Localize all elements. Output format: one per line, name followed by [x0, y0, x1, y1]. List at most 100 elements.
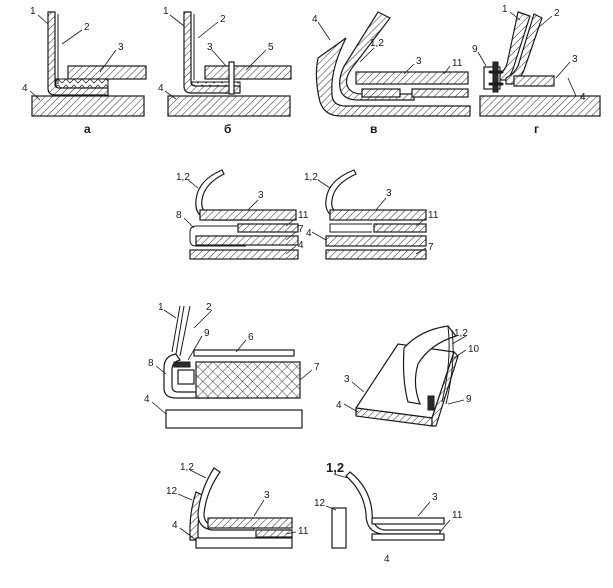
- label-9: 9: [204, 328, 210, 339]
- base-plate-4: [325, 235, 427, 247]
- label-3: 3: [344, 374, 350, 385]
- label-4: 4: [172, 520, 178, 531]
- label-5: 5: [268, 42, 274, 53]
- panel-a: 1 2 3 4 а: [22, 6, 147, 136]
- row3-right-diagram: 1,2 10 3 9 4: [336, 325, 480, 427]
- label-11: 11: [298, 526, 309, 537]
- layer-11b: [411, 88, 469, 98]
- label-1-2: 1,2: [304, 172, 318, 183]
- layer-11: [371, 533, 445, 541]
- panel-b: 1 2 3 5 4 б: [158, 6, 292, 136]
- label-2: 2: [206, 302, 212, 313]
- upper-1: [171, 305, 181, 353]
- lining-2: [505, 13, 543, 85]
- upper-lining-1-2: [345, 471, 441, 535]
- label-3: 3: [207, 42, 213, 53]
- label-3: 3: [416, 56, 422, 67]
- label-1: 1: [158, 302, 164, 313]
- layer-3: [371, 517, 445, 525]
- label-8: 8: [148, 358, 154, 369]
- label-4: 4: [580, 92, 586, 103]
- filler-7: [195, 361, 301, 399]
- upper-lining-1-2: [339, 11, 415, 101]
- layer-3: [67, 65, 147, 80]
- label-4: 4: [22, 83, 28, 94]
- caption-g: г: [534, 122, 539, 136]
- label-7: 7: [298, 224, 304, 235]
- label-11: 11: [452, 510, 463, 521]
- strip-10: [441, 325, 450, 403]
- label-4: 4: [312, 14, 318, 25]
- label-12: 12: [166, 486, 178, 497]
- label-3: 3: [386, 188, 392, 199]
- base-plate-4: [479, 95, 601, 117]
- label-1-2: 1,2: [176, 172, 190, 183]
- label-11: 11: [452, 58, 463, 69]
- layer-3: [329, 209, 427, 221]
- upper-part-1: [47, 11, 109, 96]
- insole-4: [315, 37, 471, 117]
- base-plate-4: [189, 249, 299, 260]
- row2-right-diagram: 1,2 3 11 4 7: [304, 169, 439, 260]
- label-3: 3: [264, 490, 270, 501]
- lining-2: [179, 305, 191, 357]
- label-3: 3: [572, 54, 578, 65]
- label-1: 1: [163, 6, 169, 17]
- layer-3: [513, 75, 555, 87]
- label-1-2: 1,2: [370, 38, 384, 49]
- layer-7: [195, 235, 299, 246]
- insert: [177, 369, 195, 385]
- welt-12: [331, 507, 347, 549]
- label-3: 3: [118, 42, 124, 53]
- panel-g: 1 2 9 3 4 г: [472, 4, 601, 136]
- staple: [492, 61, 499, 93]
- label-4: 4: [158, 83, 164, 94]
- upper-part-1: [183, 11, 241, 94]
- label-4: 4: [336, 400, 342, 411]
- caption-4: 4: [384, 554, 390, 565]
- label-4: 4: [306, 228, 312, 239]
- layer-3: [355, 71, 469, 85]
- label-7: 7: [428, 242, 434, 253]
- label-4: 4: [144, 394, 150, 405]
- upper-fold-1-2: [402, 325, 458, 405]
- layer-3: [204, 65, 292, 80]
- base-plate-4: [165, 409, 303, 429]
- layer-11: [237, 223, 299, 233]
- label-6: 6: [248, 332, 254, 343]
- label-3: 3: [258, 190, 264, 201]
- fastener-5: [228, 61, 235, 95]
- label-1: 1: [30, 6, 36, 17]
- base-plate-4: [31, 95, 145, 117]
- caption-v: в: [370, 122, 377, 136]
- layer-7: [325, 249, 427, 260]
- label-2: 2: [554, 8, 560, 19]
- panel-v: 4 1,2 3 11 в: [312, 11, 471, 136]
- layer-11: [255, 529, 293, 538]
- label-10: 10: [468, 344, 480, 355]
- clip-9: [173, 361, 191, 368]
- label-7: 7: [314, 362, 320, 373]
- layer-11a: [361, 88, 401, 98]
- label-2: 2: [220, 14, 226, 25]
- base-plate-4: [167, 95, 291, 117]
- layer-3: [207, 517, 293, 529]
- label-1-2: 1,2: [326, 460, 344, 475]
- upper-part-1: [499, 11, 531, 81]
- layer-3: [199, 209, 297, 221]
- clip-9: [427, 395, 435, 411]
- row4-left-diagram: 1,2 12 3 11 4: [166, 462, 309, 549]
- label-3: 3: [432, 492, 438, 503]
- label-9: 9: [466, 394, 472, 405]
- row3-left-diagram: 1 2 9 6 8 7 4: [144, 302, 320, 429]
- row2-left-diagram: 1,2 3 8 11 7 4: [176, 169, 309, 260]
- label-1: 1: [502, 4, 508, 15]
- label-9: 9: [472, 44, 478, 55]
- caption-a: а: [84, 122, 91, 136]
- caption-b: б: [224, 122, 231, 136]
- label-8: 8: [176, 210, 182, 221]
- label-1-2: 1,2: [180, 462, 194, 473]
- label-1-2: 1,2: [454, 328, 468, 339]
- label-2: 2: [84, 22, 90, 33]
